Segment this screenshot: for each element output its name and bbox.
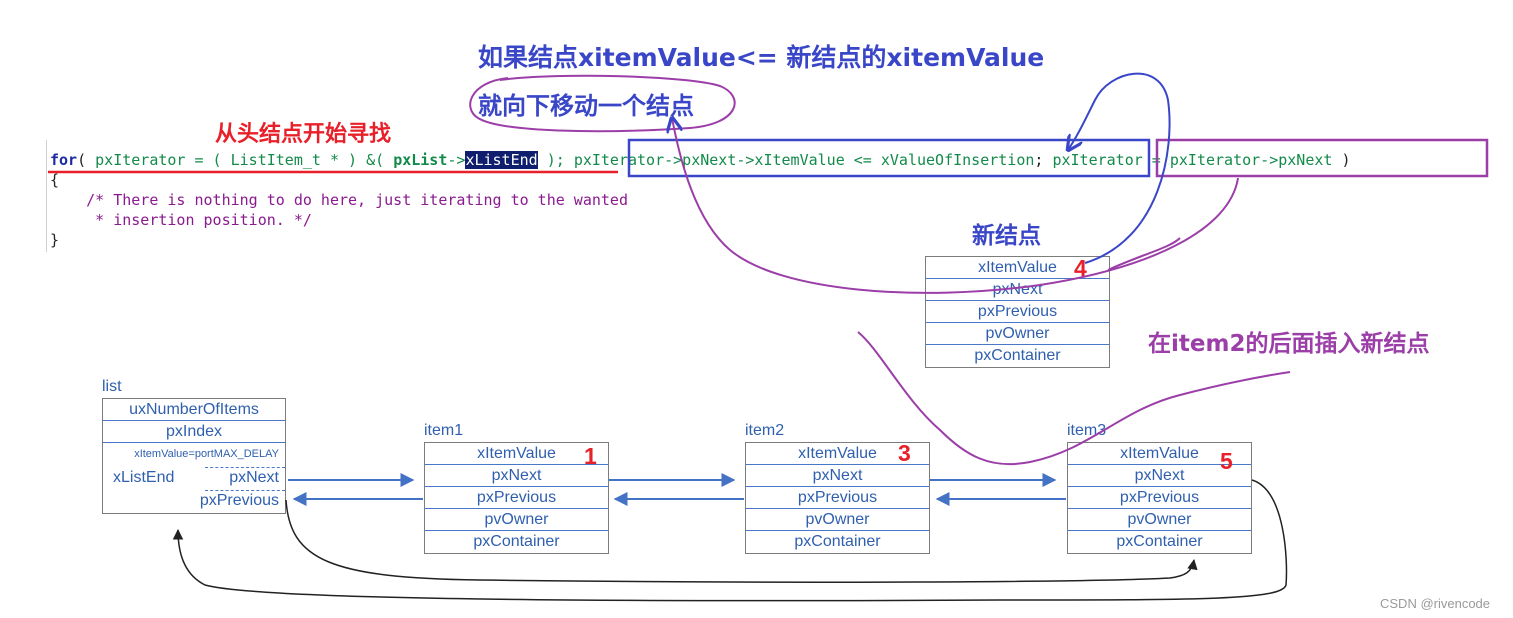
move-down-circle — [469, 74, 736, 133]
list-field-px-index: pxIndex — [103, 421, 285, 443]
code-token: ) — [1332, 151, 1351, 169]
code-line-comment-2: * insertion position. */ — [50, 211, 312, 229]
node-field-px-container: pxContainer — [1116, 533, 1203, 550]
list-end-px-next: pxNext — [229, 469, 279, 486]
code-token: ( — [77, 151, 96, 169]
list-end-px-previous: pxPrevious — [199, 492, 279, 509]
code-gutter — [46, 140, 47, 252]
list-end-item-value: xItemValue=portMAX_DELAY — [134, 448, 279, 460]
list-end-label: xListEnd — [113, 469, 175, 486]
list-head-node: uxNumberOfItems pxIndex xItemValue=portM… — [102, 398, 286, 514]
annotation-move-down: 就向下移动一个结点 — [478, 92, 694, 120]
code-line-comment-1: /* There is nothing to do here, just ite… — [50, 191, 628, 209]
node-field-x-item-value: xItemValue — [425, 443, 608, 465]
watermark: CSDN @rivencode — [1380, 596, 1491, 611]
node-field-px-container: pxContainer — [794, 533, 881, 550]
list-label: list — [102, 378, 122, 395]
code-token: ); — [537, 151, 574, 169]
node-field-px-container: pxContainer — [974, 347, 1061, 364]
item3-next-to-list-arrow — [172, 479, 1288, 602]
code-token: ; — [1034, 151, 1053, 169]
code-line-open-brace: { — [50, 171, 60, 189]
new-node-number: 4 — [1074, 255, 1087, 281]
item2-number: 3 — [898, 440, 911, 466]
item3-number: 5 — [1220, 448, 1233, 474]
swirl-tail — [1107, 237, 1181, 271]
node-field-px-next: pxNext — [1068, 465, 1251, 487]
code-token: ListItem_t — [230, 151, 321, 169]
item1-label: item1 — [424, 422, 464, 439]
node-field-px-previous: pxPrevious — [1068, 487, 1251, 509]
insert-position-curve — [857, 331, 1291, 466]
item1-number: 1 — [584, 443, 597, 469]
node-field-x-item-value: xItemValue — [926, 257, 1109, 279]
item2-label: item2 — [745, 422, 785, 439]
node-field-px-container: pxContainer — [473, 533, 560, 550]
node-field-px-previous: pxPrevious — [926, 301, 1109, 323]
code-token: * ) &( — [320, 151, 394, 169]
node-field-x-item-value: xItemValue — [1068, 443, 1251, 465]
annotation-compare-condition: 如果结点xitemValue<= 新结点的xitemValue — [478, 43, 1045, 72]
annotation-start-from-head: 从头结点开始寻找 — [215, 122, 392, 147]
code-for-keyword: for — [50, 151, 78, 169]
annotation-insert-after-item2: 在item2的后面插入新结点 — [1148, 331, 1430, 357]
code-line-close-brace: } — [50, 231, 60, 249]
item1-node: xItemValue pxNext pxPrevious pvOwner pxC… — [424, 442, 609, 554]
condition-highlight-box — [627, 138, 1151, 178]
code-token: -> — [447, 151, 466, 169]
node-field-pv-owner: pvOwner — [926, 323, 1109, 345]
iterate-swirl-arrow — [672, 118, 1239, 294]
node-field-pv-owner: pvOwner — [1068, 509, 1251, 531]
item2-node: xItemValue pxNext pxPrevious pvOwner pxC… — [745, 442, 930, 554]
list-field-ux-number-of-items: uxNumberOfItems — [103, 399, 285, 421]
code-token: = ( — [185, 151, 231, 169]
code-selected-token: xListEnd — [465, 151, 538, 169]
code-condition: pxIterator->pxNext->xItemValue <= xValue… — [573, 151, 1035, 169]
node-field-px-previous: pxPrevious — [425, 487, 608, 509]
code-token: pxList — [393, 151, 448, 169]
node-field-px-previous: pxPrevious — [746, 487, 929, 509]
node-field-px-next: pxNext — [746, 465, 929, 487]
node-field-px-next: pxNext — [926, 279, 1109, 301]
code-token: pxIterator — [95, 151, 186, 169]
compare-loop-arrow — [1068, 72, 1171, 264]
list-prev-to-item3-arrow — [285, 499, 1198, 583]
new-node-title: 新结点 — [972, 223, 1041, 249]
item3-node: xItemValue pxNext pxPrevious pvOwner pxC… — [1067, 442, 1252, 554]
list-end-divider — [205, 467, 285, 468]
increment-highlight-box — [1155, 138, 1489, 178]
new-node: xItemValue pxNext pxPrevious pvOwner pxC… — [925, 256, 1110, 368]
node-field-px-next: pxNext — [425, 465, 608, 487]
code-line-for: for( pxIterator = ( ListItem_t * ) &( px… — [50, 150, 1350, 170]
node-field-pv-owner: pvOwner — [425, 509, 608, 531]
list-end-divider — [205, 490, 285, 491]
node-field-pv-owner: pvOwner — [746, 509, 929, 531]
node-field-x-item-value: xItemValue — [746, 443, 929, 465]
